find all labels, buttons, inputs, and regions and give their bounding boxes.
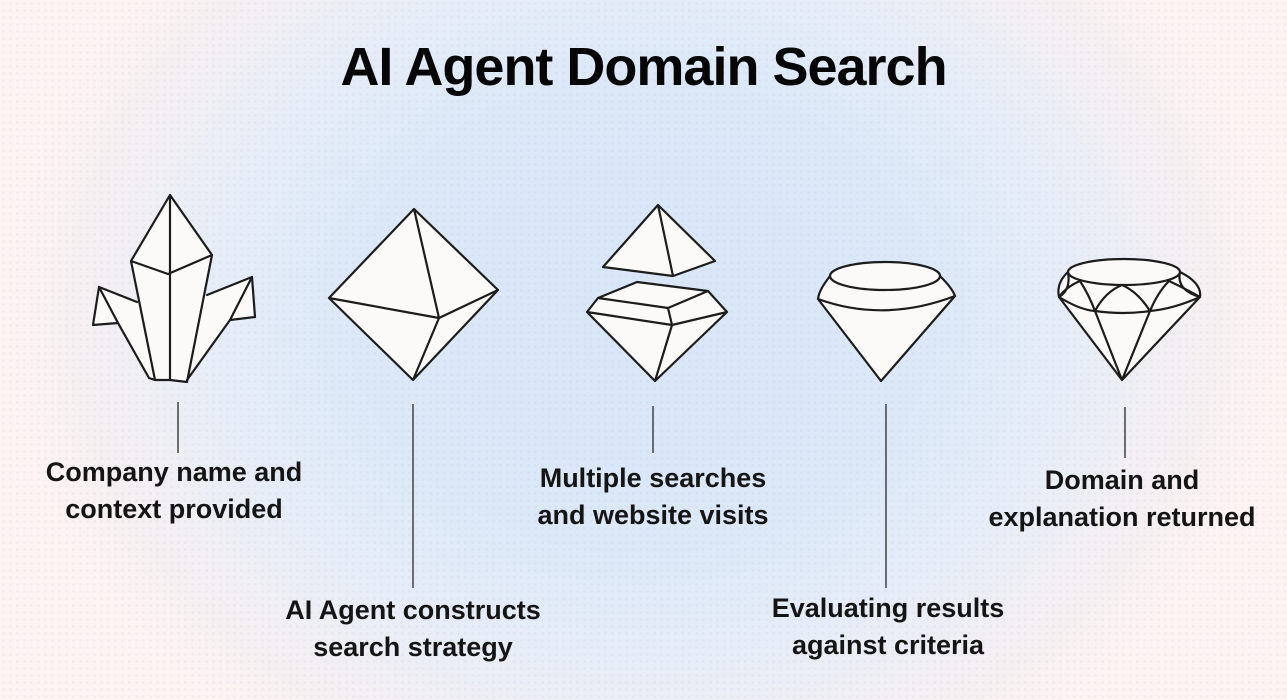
stage-label-line: search strategy <box>313 632 513 662</box>
stage-label-line: Multiple searches <box>539 463 767 493</box>
stage-label-strategy: AI Agent constructs search strategy <box>285 592 541 666</box>
stage-label-line: AI Agent constructs <box>285 595 541 625</box>
stage-label-result: Domain and explanation returned <box>988 462 1255 536</box>
stage-label-line: Company name and <box>45 457 303 487</box>
split-octahedron-icon <box>585 203 729 383</box>
stage-label-evaluation: Evaluating results against criteria <box>772 590 1005 664</box>
rough-octahedron-icon <box>327 207 500 382</box>
stage-label-line: Domain and <box>1044 465 1200 495</box>
stage-label-line: context provided <box>65 494 283 524</box>
stage-label-searches: Multiple searches and website visits <box>537 460 768 534</box>
raw-crystal-cluster-icon <box>91 193 257 384</box>
stage-label-line: Evaluating results <box>771 593 1005 623</box>
connector-lines <box>177 402 1126 588</box>
cut-diamond-icon <box>1057 257 1202 382</box>
stage-label-input: Company name and context provided <box>46 454 303 528</box>
stage-label-line: and website visits <box>537 500 769 530</box>
stage-label-line: against criteria <box>791 630 985 660</box>
page-title: AI Agent Domain Search <box>340 37 947 97</box>
polishing-cone-icon <box>816 260 957 383</box>
stage-label-line: explanation returned <box>988 502 1256 532</box>
